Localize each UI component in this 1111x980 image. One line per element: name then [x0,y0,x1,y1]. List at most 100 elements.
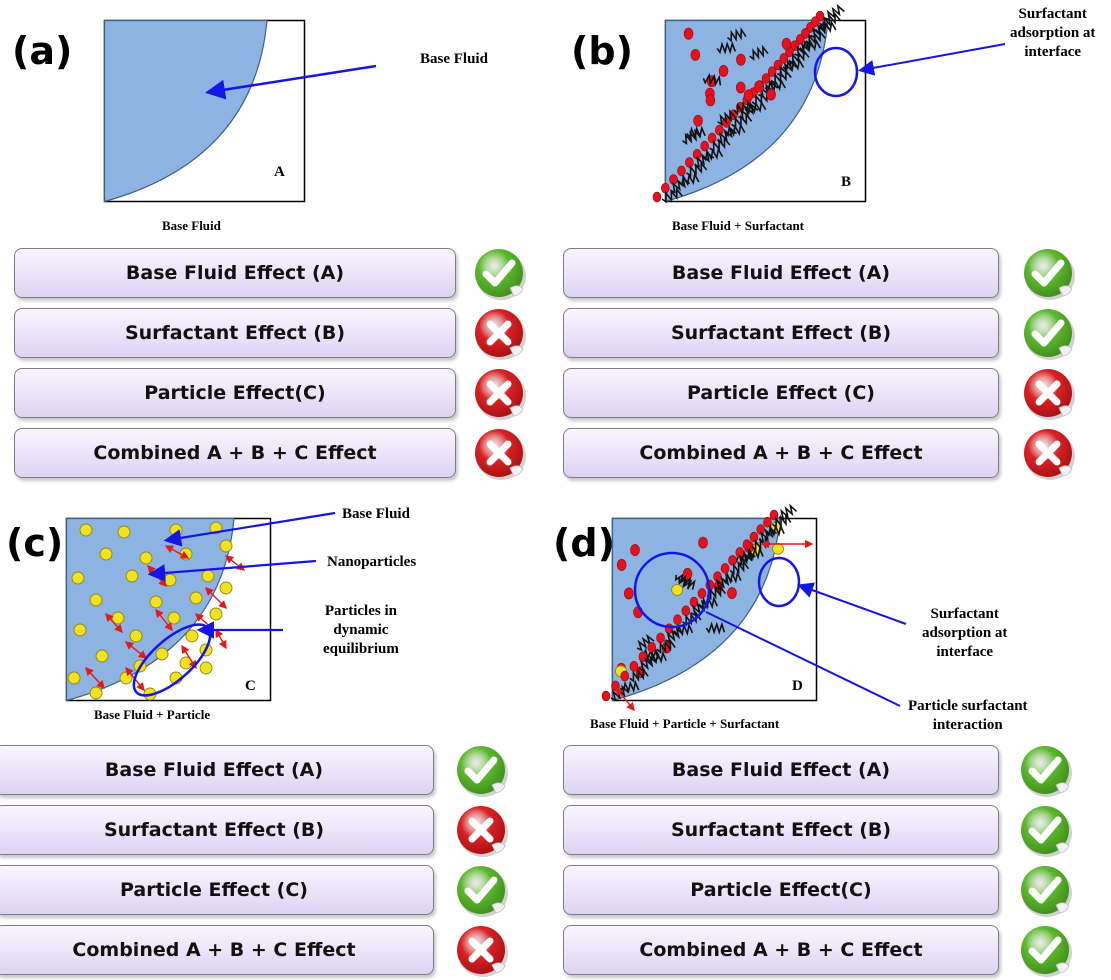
panel-b-effect-button-1[interactable]: Base Fluid Effect (A) [563,248,999,298]
panel-d-caption: Base Fluid + Particle + Surfactant [590,716,780,731]
panel-b-box-tag: B [841,174,852,190]
surfactant-head [697,588,707,599]
surfactant-tail [782,57,805,73]
surfactant-head [766,88,776,101]
surfactant-head [763,516,772,528]
panel-d-interaction-circle [633,551,711,629]
nanoparticle [139,551,153,565]
nanoparticle [79,523,93,537]
panel-a-effect-button-2[interactable]: Surfactant Effect (B) [14,308,456,358]
panel-c-letter: (c) [6,521,64,565]
panel-d-box-tag: D [792,678,803,694]
panel-b-anno-surfactant-adsorption: Surfactant adsorption at interface [1010,6,1096,60]
motion-arrow [205,587,227,609]
check-icon [1021,926,1072,977]
surfactant-tail [729,559,750,576]
surfactant-head [743,89,754,102]
surfactant-head [698,536,708,549]
surfactant-head [629,661,639,672]
panel-d-anno-surfactant-adsorption: Surfactant adsorption at interface [922,606,1008,660]
surfactant-tail [661,187,683,204]
check-icon [1021,866,1072,917]
check-icon [457,746,508,797]
nanoparticle [189,591,203,605]
surfactant-tail [694,150,715,168]
surfactant-tail [716,125,737,144]
surfactant-tail [716,40,737,55]
panel-d-effect-button-4[interactable]: Combined A + B + C Effect [563,925,999,975]
surfactant-head [683,27,694,40]
panel-b-effect-button-2[interactable]: Surfactant Effect (B) [563,308,999,358]
panel-b-effect-button-3[interactable]: Particle Effect (C) [563,368,999,418]
surfactant-tail [705,621,726,635]
surfactant-tail [690,599,709,617]
surfactant-head [693,114,703,127]
panel-d-diagram [601,503,818,712]
panel-a-effect-button-3[interactable]: Particle Effect(C) [14,368,456,418]
nanoparticle [117,525,131,539]
nanoparticle [125,569,139,583]
panel-c-effect-button-2[interactable]: Surfactant Effect (B) [0,805,434,855]
panel-c-caption: Base Fluid + Particle [94,707,211,722]
surfactant-head [736,53,746,66]
surfactant-tail [669,176,691,194]
surfactant-head [690,48,701,61]
surfactant-head [767,66,777,78]
surfactant-tail [656,638,676,654]
nanoparticle [95,649,109,663]
surfactant-tail [737,548,756,567]
surfactant-head [685,157,694,168]
panel-c-box-tag: C [245,678,256,694]
surfactant-head [718,64,729,77]
surfactant-tail [751,535,771,552]
nanoparticle [671,583,684,596]
motion-arrow [181,644,197,670]
surfactant-tail [706,584,726,601]
panel-a-effect-button-4[interactable]: Combined A + B + C Effect [14,428,456,478]
panel-d-effect-button-1[interactable]: Base Fluid Effect (A) [563,745,999,795]
surfactant-tail [686,161,708,178]
surfactant-head [728,555,737,566]
check-icon [475,249,526,300]
surfactant-head [761,73,771,84]
panel-c-effect-button-3[interactable]: Particle Effect (C) [0,865,434,915]
panel-c-effect-button-1[interactable]: Base Fluid Effect (A) [0,745,434,795]
surfactant-tail [714,573,733,591]
surfactant-head [620,670,630,682]
surfactant-head [720,563,730,574]
panel-d-letter: (d) [553,521,615,565]
panel-b-effect-button-4[interactable]: Combined A + B + C Effect [563,428,999,478]
check-icon [457,866,508,917]
surfactant-tail [702,72,722,88]
cross-icon [475,369,526,420]
motion-arrow [124,641,148,659]
surfactant-head [795,34,805,45]
surfactant-head [623,587,634,600]
surfactant-head [700,140,709,152]
panel-a-letter: (a) [12,29,73,73]
panel-b-letter: (b) [571,29,633,73]
panel-c-anno-dynamic-equilibrium: Particles in dynamic equilibrium [323,603,399,657]
cross-icon [457,926,508,977]
panel-d-anno-particle-surfactant: Particle surfactant interaction [908,698,1028,733]
panel-a-effect-button-1[interactable]: Base Fluid Effect (A) [14,248,456,298]
panel-d-effect-button-3[interactable]: Particle Effect(C) [563,865,999,915]
motion-arrow [615,686,635,712]
motion-arrow [105,612,123,634]
panel-a-caption: Base Fluid [162,218,221,233]
cross-icon [457,806,508,857]
surfactant-head [630,544,640,556]
panel-c-effect-button-4[interactable]: Combined A + B + C Effect [0,925,434,975]
motion-arrow [215,628,227,650]
panel-d-effect-button-2[interactable]: Surfactant Effect (B) [563,805,999,855]
motion-arrow [155,608,173,632]
panel-b-diagram [652,3,867,204]
panel-a-diagram [103,19,306,203]
nanoparticle [67,671,81,685]
surfactant-tail [726,27,747,43]
panel-c-equilibrium-ellipse [132,623,212,697]
surfactant-head [742,539,752,550]
surfactant-tail [678,574,696,590]
